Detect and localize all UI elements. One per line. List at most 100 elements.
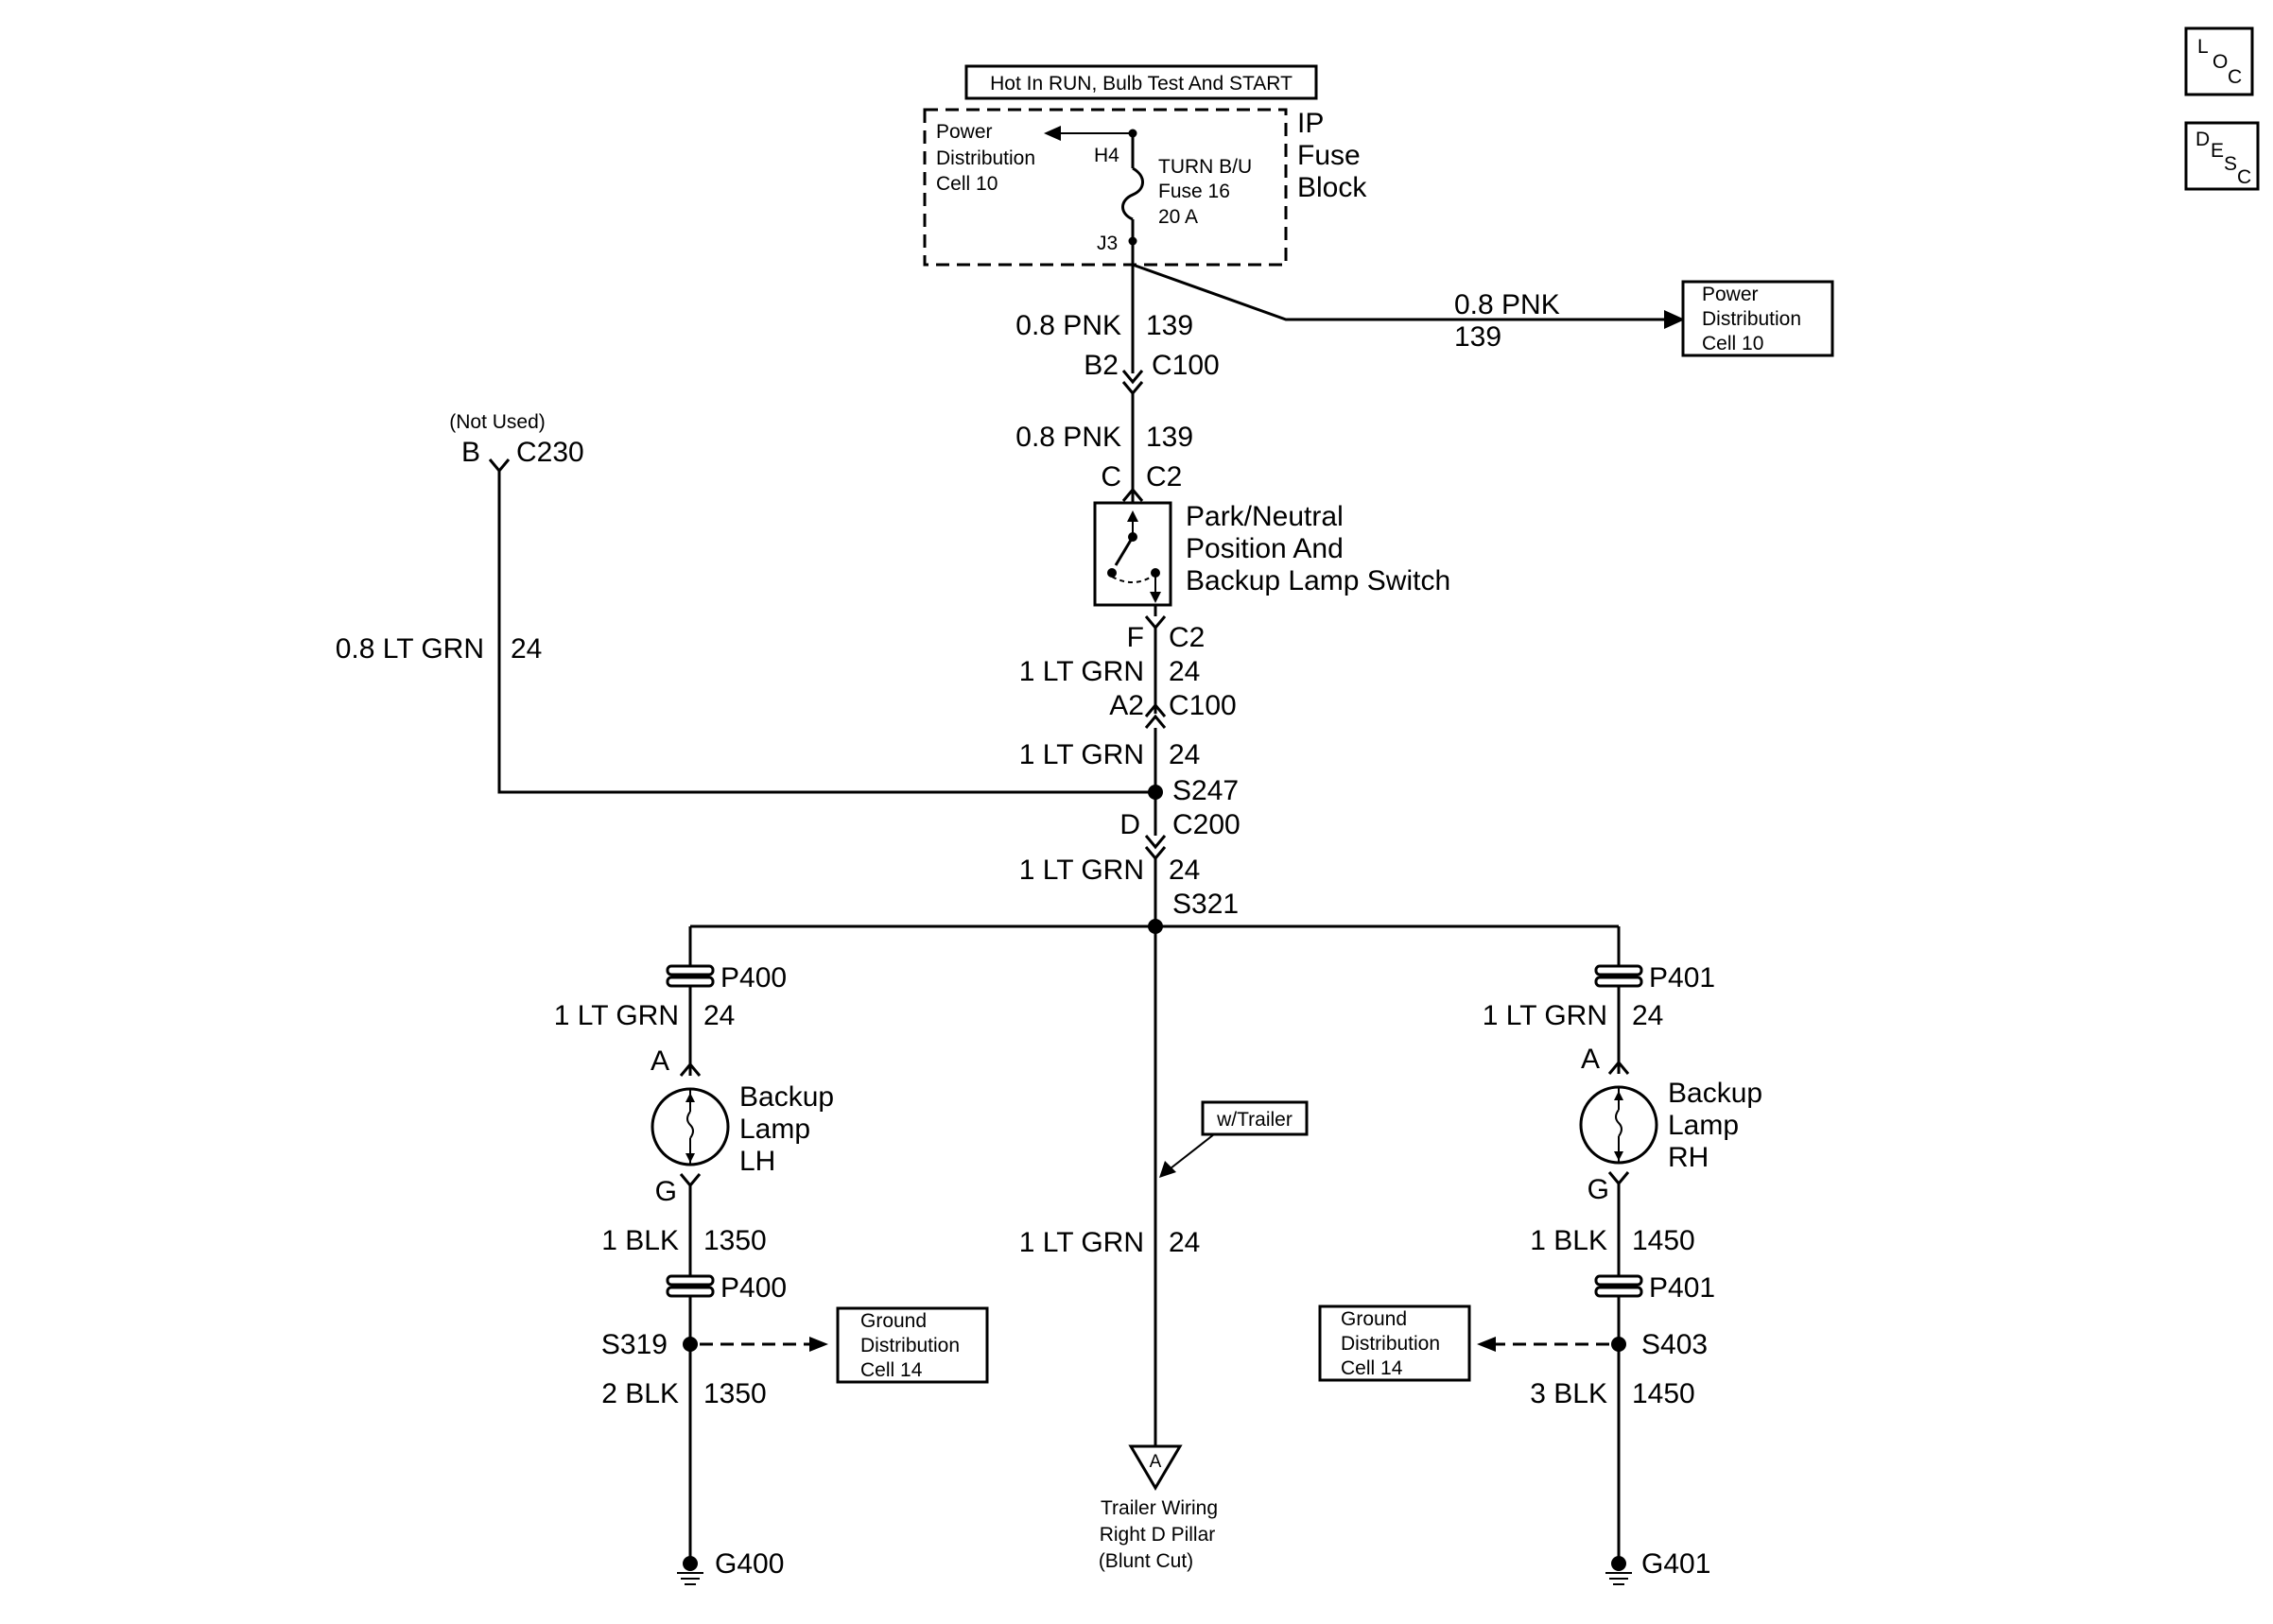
- lh-gd-arrow: [809, 1337, 828, 1352]
- c200-connector-upper: [1144, 835, 1167, 850]
- ip-fuse-block-name-1: IP: [1297, 108, 1324, 139]
- trailer-option-box: [1201, 1100, 1309, 1136]
- supply-label: Hot In RUN, Bulb Test And START: [990, 73, 1293, 95]
- ip-fuse-block-name-2: Fuse: [1297, 140, 1361, 171]
- c100b-label: C100: [1169, 690, 1237, 721]
- rh-p401-bottom-b: [1594, 1286, 1643, 1298]
- lh-bulb-filament: [686, 1111, 694, 1139]
- svg-text:O: O: [2212, 51, 2228, 73]
- lh-gw-gauge: 1 BLK: [601, 1225, 679, 1256]
- splice-s321-label: S321: [1172, 889, 1239, 920]
- lh-pin-g: G: [655, 1176, 677, 1207]
- rh-ground-label: G401: [1641, 1548, 1710, 1580]
- lh-splice-label: S319: [601, 1329, 668, 1360]
- rh-bulb-arrow-down: [1614, 1151, 1623, 1161]
- lh-p400-top-b: [666, 976, 715, 988]
- c2-out-connector: [1144, 615, 1167, 631]
- switch-name-1: Park/Neutral: [1186, 501, 1344, 532]
- switch-name-2: Position And: [1186, 533, 1344, 564]
- rh-gd-box: [1318, 1304, 1471, 1382]
- main-w3-gauge: 1 LT GRN: [1019, 656, 1144, 687]
- lh-wire-circuit: 24: [703, 1000, 735, 1031]
- rh-splice-label: S403: [1641, 1329, 1708, 1360]
- switch-arrow-up: [1127, 510, 1138, 522]
- rh-ground-dot: [1611, 1556, 1626, 1571]
- c2-in-label: C2: [1146, 461, 1182, 492]
- trailer-wire-gauge: 1 LT GRN: [1019, 1227, 1144, 1258]
- c100b-connector-upper: [1144, 702, 1167, 717]
- rh-p401-top: [1594, 964, 1643, 976]
- svg-text:C: C: [2237, 166, 2251, 188]
- switch-arrow-down: [1150, 592, 1161, 603]
- branch-pd-2: Distribution: [1702, 308, 1801, 330]
- rh-pin-g-connector: [1607, 1171, 1630, 1186]
- trailer-option-pointer: [1170, 1133, 1215, 1169]
- fuse-terminal-h4: [1128, 129, 1137, 138]
- fuse-pd-arrow-head: [1044, 126, 1061, 141]
- rh-name-3: RH: [1668, 1142, 1709, 1173]
- fuse-symbol: [1121, 166, 1144, 221]
- trailer-desc-2: Right D Pillar: [1100, 1524, 1216, 1546]
- lh-splice-s319: [683, 1337, 698, 1352]
- branch-wire-circuit: 139: [1454, 321, 1501, 353]
- trailer-option-arrow: [1159, 1161, 1176, 1178]
- lh-name-3: LH: [739, 1146, 775, 1177]
- lh-gd-1: Ground: [860, 1310, 927, 1332]
- fuse-terminal-j3-label: J3: [1097, 233, 1118, 254]
- main-w1-circuit: 139: [1146, 310, 1193, 341]
- c230-wire-gauge: 0.8 LT GRN: [336, 633, 484, 665]
- rh-gw-circuit: 1450: [1632, 1225, 1695, 1256]
- c230-note: (Not Used): [449, 411, 546, 433]
- lh-p400-top-label: P400: [720, 962, 787, 993]
- switch-blade: [1114, 536, 1135, 566]
- lh-p400-bottom: [666, 1274, 715, 1287]
- lh-w2-gauge: 2 BLK: [601, 1378, 679, 1409]
- rh-wire-gauge: 1 LT GRN: [1483, 1000, 1607, 1031]
- lh-pin-a: A: [651, 1045, 669, 1077]
- lh-bulb-arrow-down: [685, 1153, 695, 1163]
- main-w2-circuit: 139: [1146, 422, 1193, 453]
- svg-text:E: E: [2211, 140, 2224, 162]
- switch-name-3: Backup Lamp Switch: [1186, 565, 1450, 596]
- c2-out-label: C2: [1169, 622, 1205, 653]
- svg-text:D: D: [2195, 129, 2210, 150]
- main-w4-circuit: 24: [1169, 739, 1200, 770]
- switch-contact-left: [1107, 568, 1117, 578]
- supply-label-box: [964, 64, 1318, 100]
- c2-in-pin: C: [1101, 461, 1121, 492]
- ip-fuse-block-name-3: Block: [1297, 172, 1367, 203]
- rh-w2-circuit: 1450: [1632, 1378, 1695, 1409]
- rh-pin-a-connector: [1607, 1060, 1630, 1075]
- c230-connector: [488, 458, 511, 474]
- svg-text:S: S: [2224, 153, 2237, 175]
- loc-icon[interactable]: L O C: [2184, 26, 2254, 96]
- rh-wire-circuit: 24: [1632, 1000, 1663, 1031]
- branch-wire-139: [1132, 263, 1664, 321]
- branch-pd-3: Cell 10: [1702, 333, 1763, 354]
- rh-p401-bottom: [1594, 1274, 1643, 1287]
- fuse-name-3: 20 A: [1158, 206, 1198, 228]
- branch-pd-1: Power: [1702, 284, 1759, 305]
- rh-bulb-arrow-up: [1614, 1091, 1623, 1100]
- lh-p400-bottom-label: P400: [720, 1272, 787, 1304]
- rh-gd-2: Distribution: [1341, 1333, 1440, 1355]
- trailer-wire-circuit: 24: [1169, 1227, 1200, 1258]
- rh-p401-top-label: P401: [1649, 962, 1715, 993]
- branch-wire-gauge: 0.8 PNK: [1454, 289, 1560, 320]
- fuse-name-1: TURN B/U: [1158, 156, 1252, 178]
- desc-icon[interactable]: D E S C: [2184, 121, 2260, 191]
- svg-text:C: C: [2228, 66, 2242, 88]
- fuse-pd-label-2: Distribution: [936, 147, 1035, 169]
- main-w4-gauge: 1 LT GRN: [1019, 739, 1144, 770]
- lh-p400-top: [666, 964, 715, 976]
- main-w1-gauge: 0.8 PNK: [1015, 310, 1121, 341]
- main-w5-circuit: 24: [1169, 855, 1200, 886]
- switch-dashed-link: [1111, 576, 1153, 583]
- rh-splice-s403: [1611, 1337, 1626, 1352]
- lh-pin-g-connector: [679, 1173, 702, 1188]
- lh-gd-3: Cell 14: [860, 1359, 923, 1381]
- rh-bulb-filament: [1615, 1109, 1622, 1137]
- branch-pd-box: [1681, 280, 1834, 357]
- c200-label: C200: [1172, 809, 1241, 840]
- c230-wire-circuit: 24: [511, 633, 542, 665]
